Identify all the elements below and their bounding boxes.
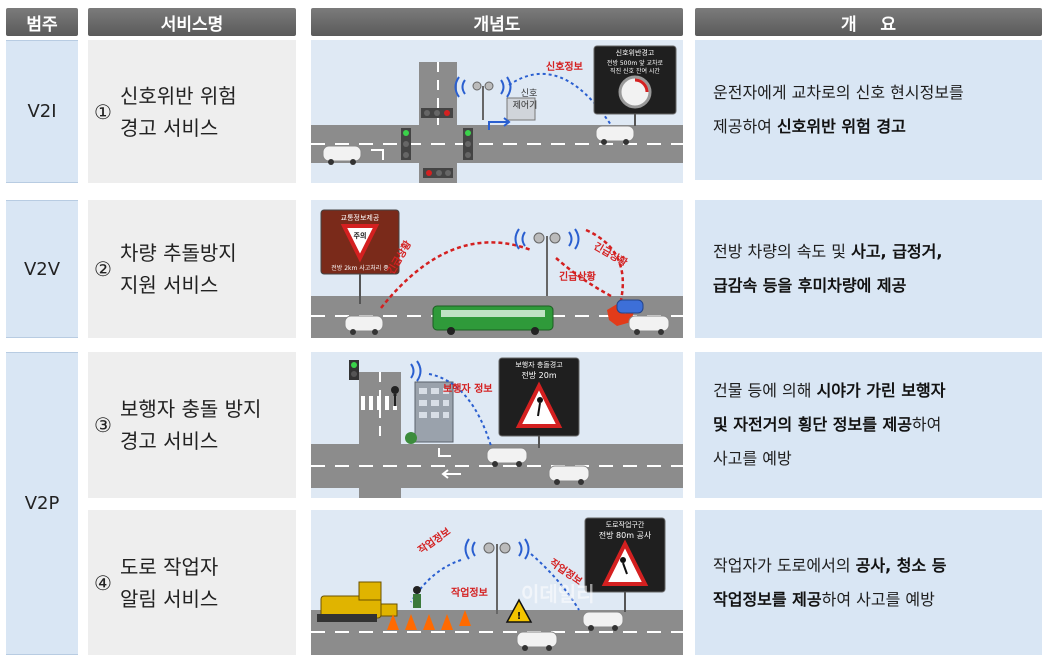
red-label: 보행자 정보: [443, 382, 492, 395]
diagram-4-svg: 작업정보 작업정보 작업정보 ! 도로작업구간 전방 80m 공사: [311, 517, 683, 655]
overview-bold-text: 신호위반 위험 경고: [776, 117, 906, 136]
overview-plain-text: 하여: [911, 415, 942, 434]
overview-line: 및 자전거의 횡단 정보를 제공하여: [713, 408, 945, 442]
category-v2p: V2P: [6, 352, 78, 655]
header-concept: 개념도: [311, 8, 683, 36]
overview-plain-text: 건물 등에 의해: [713, 381, 817, 400]
concept-diagram-3: 보행자 정보 보행자 충돌경고 전방 20m: [311, 352, 683, 498]
concept-diagram-2: 교통정보제공 주의 전방 2km 사고처리 중 긴급상황 긴급상황 긴급상황: [311, 200, 683, 338]
sign-caution: 주의: [354, 231, 367, 240]
svg-text:!: !: [517, 611, 522, 622]
signal-controller-label-line1: 신호: [521, 88, 538, 99]
sign-line2: 직진 신호 잔여 시간: [610, 67, 660, 75]
overview-row-2: 전방 차량의 속도 및 사고, 급정거, 급감속 등을 후미차량에 제공: [695, 200, 1042, 338]
service-number: ①: [94, 99, 112, 124]
diagram-1-svg: 신호 제어기 신호정보 신호위반경고 전방 500m 앞 교차로 직진 신호 잔…: [311, 45, 683, 183]
diagram-2-svg: 교통정보제공 주의 전방 2km 사고처리 중 긴급상황 긴급상황 긴급상황: [311, 209, 683, 338]
overview-line: 작업정보를 제공하여 사고를 예방: [713, 583, 946, 617]
red-mid: 작업정보: [451, 586, 488, 599]
concept-diagram-1: 신호 제어기 신호정보 신호위반경고 전방 500m 앞 교차로 직진 신호 잔…: [311, 40, 683, 183]
sign-title: 도로작업구간: [606, 520, 645, 529]
overview-plain-text: 제공하여: [713, 117, 777, 136]
service-row-3: ③ 보행자 충돌 방지 경고 서비스: [88, 352, 296, 498]
header-service: 서비스명: [88, 8, 296, 36]
category-v2i: V2I: [6, 40, 78, 183]
concept-diagram-4: 작업정보 작업정보 작업정보 ! 도로작업구간 전방 80m 공사 이데일리: [311, 510, 683, 655]
service-number: ④: [94, 570, 112, 595]
sign-line: 전방 80m 공사: [599, 530, 652, 540]
red-label: 신호정보: [546, 60, 583, 73]
overview-line: 제공하여 신호위반 위험 경고: [713, 110, 964, 144]
overview-text: 전방 차량의 속도 및 사고, 급정거, 급감속 등을 후미차량에 제공: [713, 235, 942, 303]
service-name: 신호위반 위험 경고 서비스: [119, 83, 237, 140]
overview-line: 급감속 등을 후미차량에 제공: [713, 269, 942, 303]
sign-line1: 전방 500m 앞 교차로: [607, 59, 664, 67]
overview-plain-text: 작업자가 도로에서의: [713, 555, 856, 575]
service-number: ②: [94, 257, 112, 281]
overview-plain-text: 사고를 예방: [713, 449, 792, 468]
overview-line: 사고를 예방: [713, 442, 945, 476]
service-name: 보행자 충돌 방지 경고 서비스: [119, 397, 262, 453]
overview-bold-text: 급감속 등을 후미차량에 제공: [713, 276, 907, 295]
overview-bold-text: 사고, 급정거,: [851, 242, 943, 261]
header-overview: 개 요: [695, 8, 1042, 36]
overview-line: 건물 등에 의해 시야가 가린 보행자: [713, 374, 945, 408]
sign-line: 전방 2km 사고처리 중: [331, 264, 389, 272]
overview-bold-text: 시야가 가린 보행자: [816, 381, 946, 400]
watermark: 이데일리: [521, 582, 595, 606]
service-name: 차량 추돌방지 지원 서비스: [119, 241, 237, 297]
service-row-2: ② 차량 추돌방지 지원 서비스: [88, 200, 296, 338]
diagram-3-svg: 보행자 정보 보행자 충돌경고 전방 20m: [311, 357, 683, 498]
red-left: 작업정보: [415, 525, 453, 557]
overview-plain-text: 운전자에게 교차로의 신호 현시정보를: [713, 83, 964, 102]
service-name: 도로 작업자 알림 서비스: [119, 554, 219, 611]
category-v2v: V2V: [6, 200, 78, 338]
sign-title: 교통정보제공: [341, 213, 380, 222]
sign-title: 보행자 충돌경고: [515, 360, 563, 369]
sign-line: 전방 20m: [521, 370, 556, 380]
sign-title: 신호위반경고: [616, 48, 655, 57]
overview-line: 작업자가 도로에서의 공사, 청소 등: [713, 549, 946, 583]
header-category: 범주: [6, 8, 78, 36]
overview-line: 운전자에게 교차로의 신호 현시정보를: [713, 76, 964, 110]
overview-bold-text: 및 자전거의 횡단 정보를 제공: [713, 415, 912, 434]
overview-bold-text: 작업정보를 제공: [713, 589, 822, 609]
service-row-1: ① 신호위반 위험 경고 서비스: [88, 40, 296, 183]
service-number: ③: [94, 413, 112, 437]
overview-bold-text: 공사, 청소 등: [855, 555, 947, 575]
red-right: 긴급상황: [592, 239, 631, 269]
overview-plain-text: 전방 차량의 속도 및: [713, 242, 852, 261]
signal-controller-label-line2: 제어기: [513, 100, 538, 111]
overview-line: 전방 차량의 속도 및 사고, 급정거,: [713, 235, 942, 269]
red-mid: 긴급상황: [559, 270, 597, 283]
overview-plain-text: 하여 사고를 예방: [821, 589, 935, 609]
service-row-4: ④ 도로 작업자 알림 서비스: [88, 510, 296, 655]
